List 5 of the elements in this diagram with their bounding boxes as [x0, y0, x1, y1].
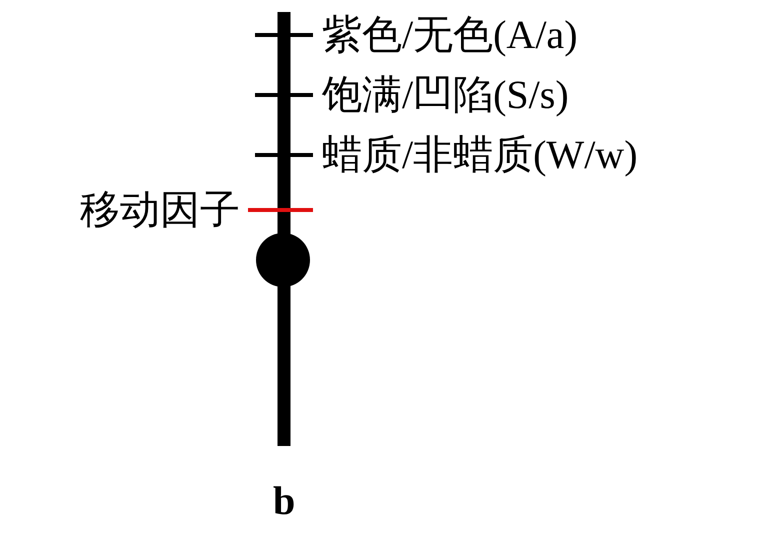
- gene-label: 饱满/凹陷(S/s): [322, 72, 569, 118]
- panel-label: b: [273, 478, 296, 524]
- element-label: 移动因子: [80, 187, 240, 233]
- gene-label: 蜡质/非蜡质(W/w): [322, 132, 638, 178]
- gene-label: 紫色/无色(A/a): [322, 12, 578, 58]
